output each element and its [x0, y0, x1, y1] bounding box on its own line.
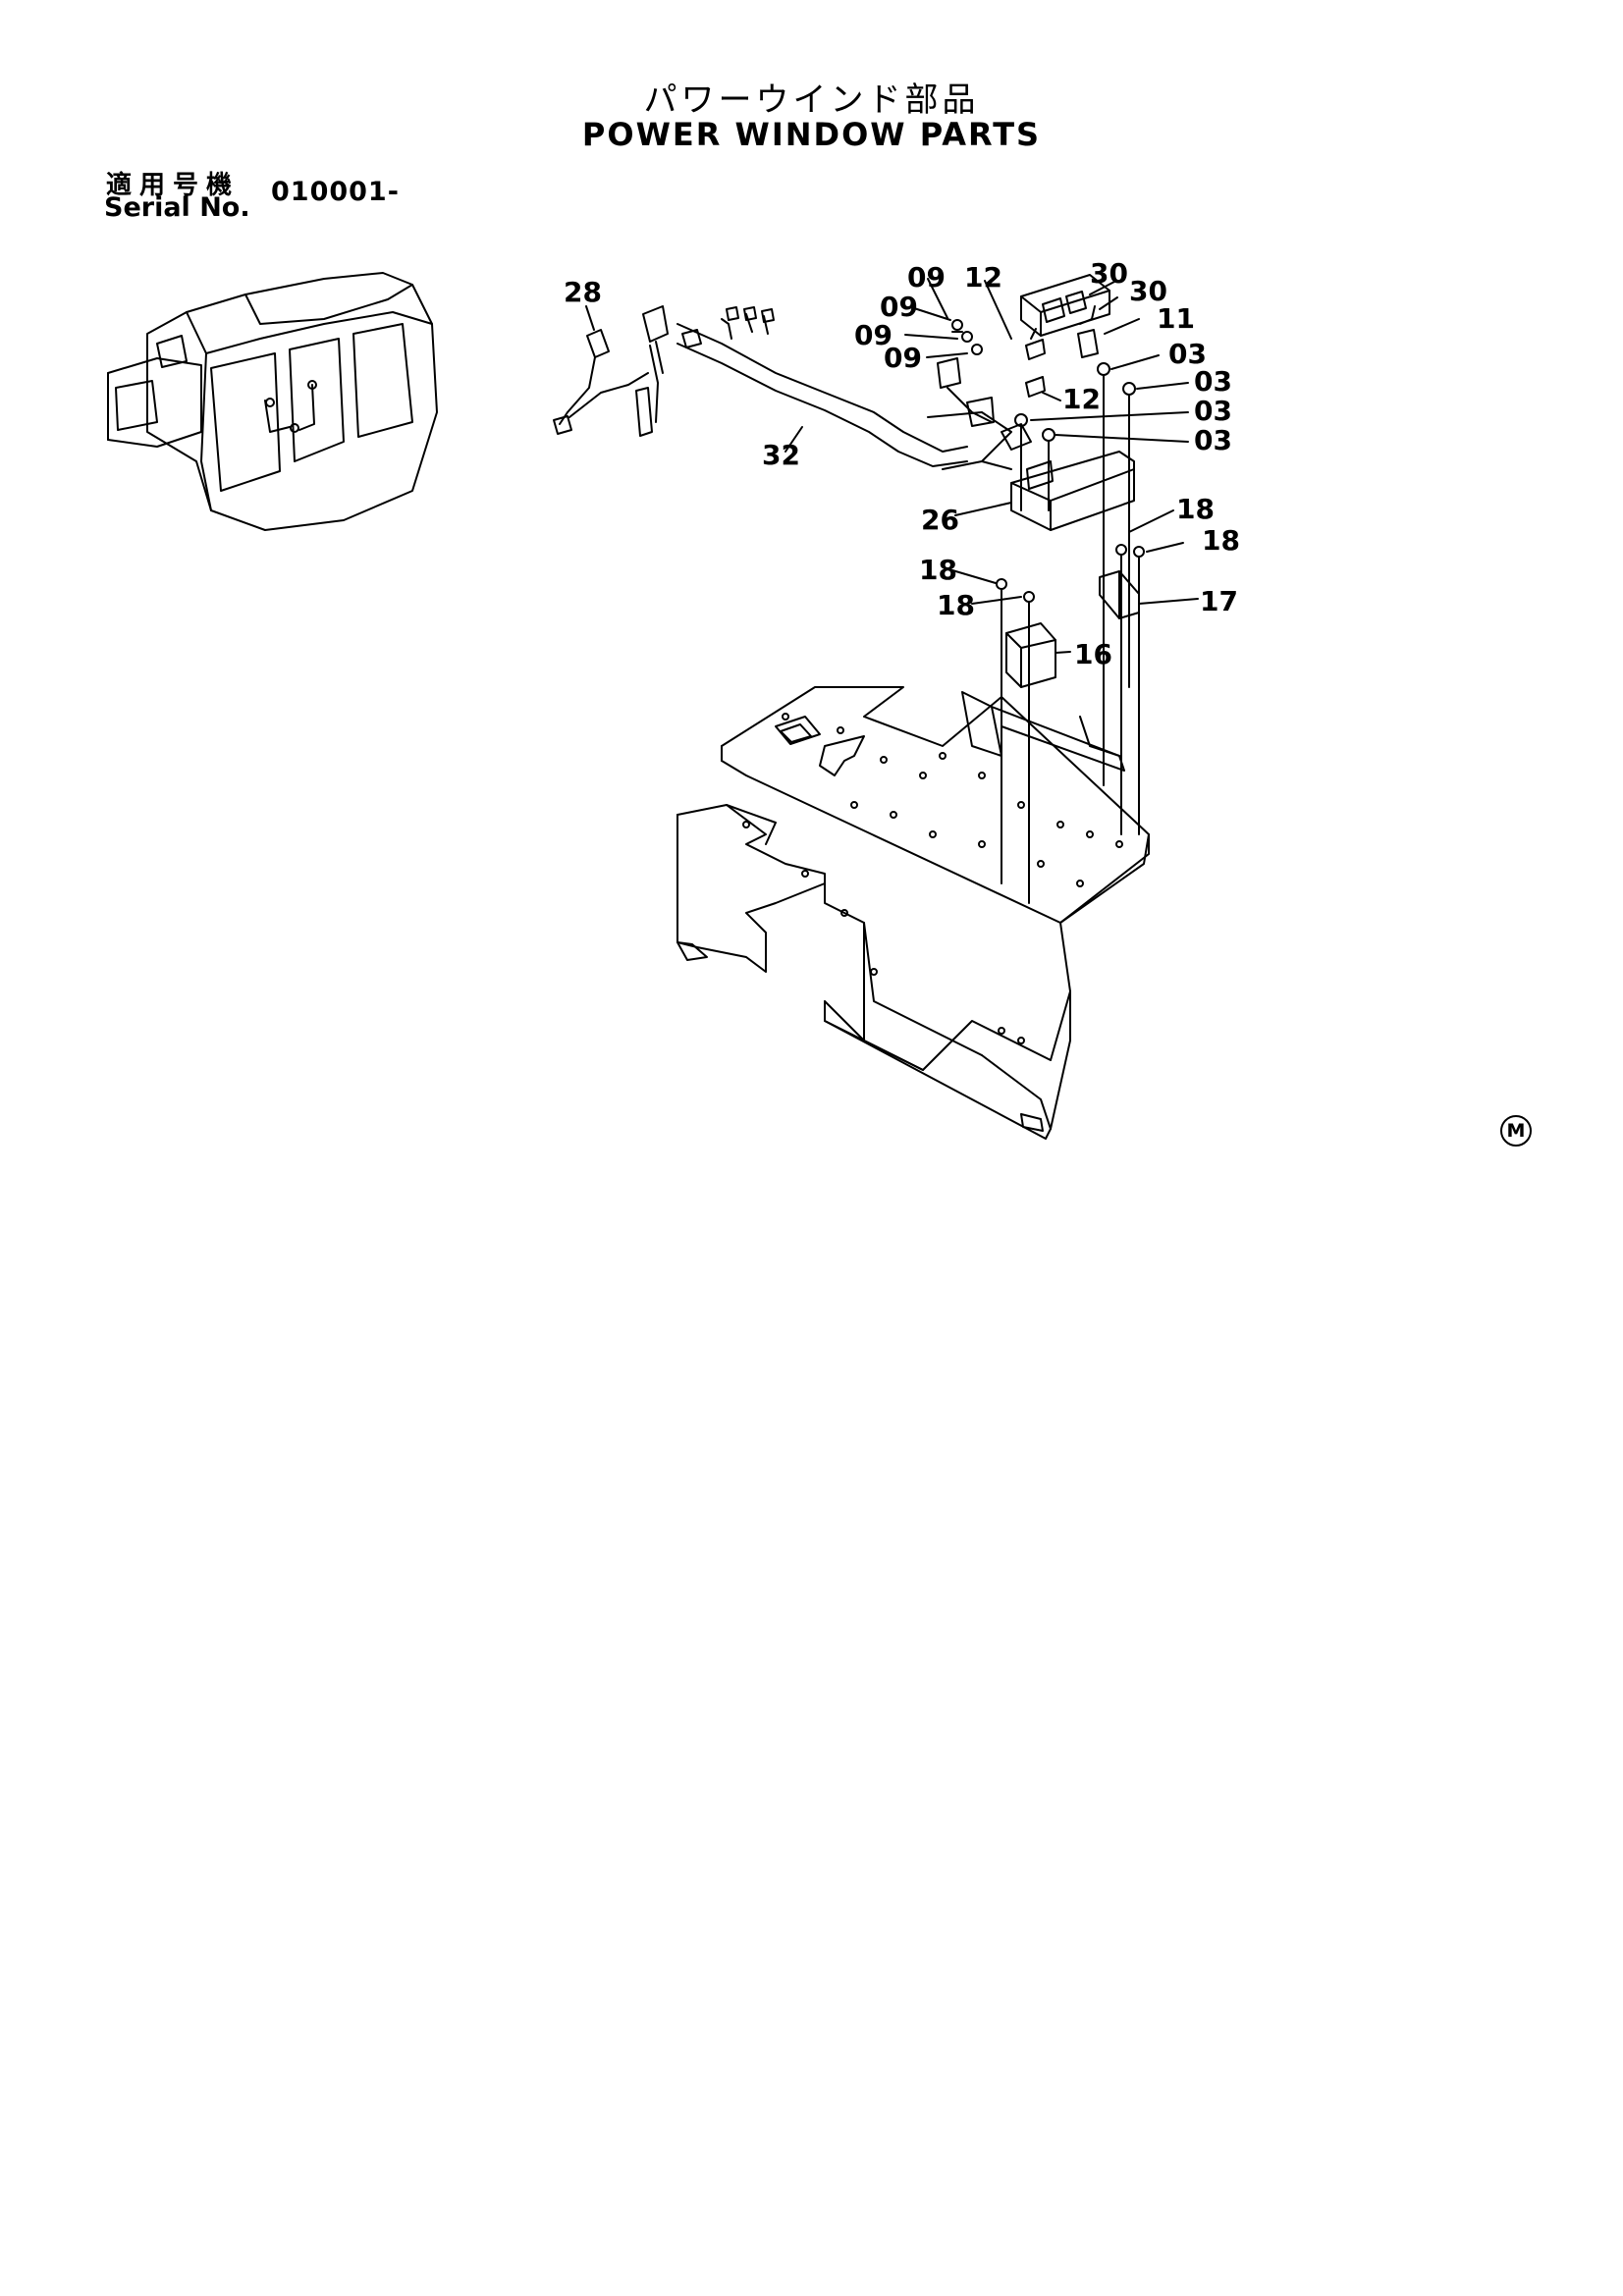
label-16: 16 — [1074, 638, 1112, 670]
label-30: 30 — [1129, 275, 1167, 307]
serial-label: Serial No. — [104, 192, 250, 223]
label-09: 09 — [884, 342, 922, 374]
serial-range: 010001- — [271, 177, 400, 207]
part-labels: 28 09 12 30 30 09 09 09 11 03 03 03 03 1… — [564, 257, 1240, 670]
serial-label-jp: 適用号機 — [106, 171, 241, 200]
label-18: 18 — [919, 554, 957, 586]
page-title: POWER WINDOW PARTS — [581, 116, 1042, 153]
label-11: 11 — [1157, 302, 1195, 335]
label-32: 32 — [762, 439, 800, 471]
harness-28 — [553, 329, 659, 437]
leader-lines — [585, 278, 1199, 654]
controller-26 — [1010, 451, 1135, 531]
label-09: 09 — [907, 261, 946, 294]
label-18: 18 — [1202, 524, 1240, 557]
label-18: 18 — [937, 589, 975, 621]
label-17: 17 — [1200, 585, 1238, 617]
label-03: 03 — [1168, 338, 1207, 370]
label-03: 03 — [1194, 365, 1232, 398]
bracket-16 — [996, 578, 1056, 904]
bracket-17 — [1099, 544, 1145, 835]
label-03: 03 — [1194, 424, 1232, 456]
label-28: 28 — [564, 276, 602, 308]
m-mark-icon: M — [1500, 1115, 1532, 1147]
excavator-thumbnail — [107, 272, 438, 531]
label-09: 09 — [880, 291, 918, 323]
switch-panel — [951, 274, 1110, 398]
page-title-jp: パワーウインド部品 — [643, 80, 980, 120]
label-12: 12 — [1062, 383, 1101, 415]
label-26: 26 — [921, 504, 959, 536]
label-30: 30 — [1090, 257, 1128, 290]
bolts-03 — [1014, 362, 1136, 786]
label-03: 03 — [1194, 395, 1232, 427]
label-18: 18 — [1176, 493, 1215, 525]
label-12: 12 — [964, 261, 1002, 294]
floor-plate — [676, 686, 1150, 1140]
label-09: 09 — [854, 319, 893, 351]
harness-32 — [642, 305, 1032, 470]
